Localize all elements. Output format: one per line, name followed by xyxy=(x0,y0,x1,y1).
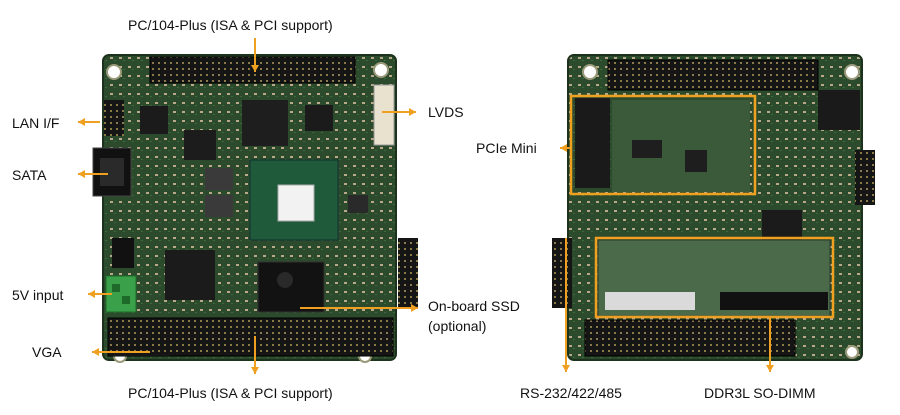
sata-port xyxy=(100,158,124,186)
lvds-connector xyxy=(373,84,395,146)
ssd-logo xyxy=(277,272,293,288)
chip xyxy=(165,250,215,300)
label-pc104-bottom: PC/104-Plus (ISA & PCI support) xyxy=(128,385,333,401)
mount-hole xyxy=(844,64,860,80)
chip xyxy=(305,105,333,131)
back-board xyxy=(552,54,875,361)
chip xyxy=(184,130,216,160)
vga-header xyxy=(110,344,170,356)
serial-header xyxy=(552,238,572,308)
arrow-pcie-head xyxy=(560,144,567,152)
mount-hole xyxy=(845,345,859,359)
callout-arrows xyxy=(78,38,774,374)
mount-hole xyxy=(582,64,598,80)
arrow-power-head xyxy=(88,290,95,298)
label-sata: SATA xyxy=(12,167,47,183)
back-top-header xyxy=(607,59,819,91)
side-header xyxy=(398,238,418,308)
dimm-highlight-box xyxy=(594,236,835,319)
label-vga: VGA xyxy=(32,344,62,360)
label-lvds: LVDS xyxy=(428,104,464,120)
label-serial: RS-232/422/485 xyxy=(520,385,622,401)
arrow-lvds-head xyxy=(409,108,416,116)
chip xyxy=(112,238,134,268)
arrow-pc104-top-head xyxy=(251,65,259,72)
label-pcie-mini: PCIe Mini xyxy=(476,140,537,156)
arrow-dimm-head xyxy=(766,365,774,372)
mount-hole xyxy=(106,64,122,80)
label-lan: LAN I/F xyxy=(12,115,60,131)
label-power: 5V input xyxy=(12,287,64,303)
ssd-chip xyxy=(257,261,325,313)
front-board xyxy=(92,54,418,363)
dimm-label xyxy=(605,292,695,310)
label-pc104-top: PC/104-Plus (ISA & PCI support) xyxy=(128,17,333,33)
chip xyxy=(140,106,168,134)
sata-connector xyxy=(92,147,132,197)
label-ssd-line1: On-board SSD xyxy=(428,298,520,314)
chip xyxy=(242,100,288,146)
cpu-die xyxy=(277,184,315,222)
arrow-vga-head xyxy=(92,348,99,356)
arrow-ssd-head xyxy=(411,304,418,312)
mount-hole xyxy=(373,62,389,78)
label-ssd-line2: (optional) xyxy=(428,318,487,334)
arrow-serial-head xyxy=(562,365,570,372)
arrow-sata-head xyxy=(78,170,85,178)
side-header xyxy=(855,150,875,205)
inductor xyxy=(205,195,233,217)
dimm-slot xyxy=(720,292,828,310)
arrow-pc104-bottom-head xyxy=(251,367,259,374)
chip xyxy=(818,90,860,130)
pcie-socket xyxy=(575,98,610,188)
pc104-top-header xyxy=(149,56,356,84)
inductor xyxy=(205,168,233,190)
lan-header xyxy=(104,100,124,136)
arrow-lan-head xyxy=(78,118,85,126)
back-bottom-header xyxy=(584,319,796,357)
chip xyxy=(348,195,368,213)
pcie-highlight-box xyxy=(569,94,757,196)
label-dimm: DDR3L SO-DIMM xyxy=(704,385,816,401)
